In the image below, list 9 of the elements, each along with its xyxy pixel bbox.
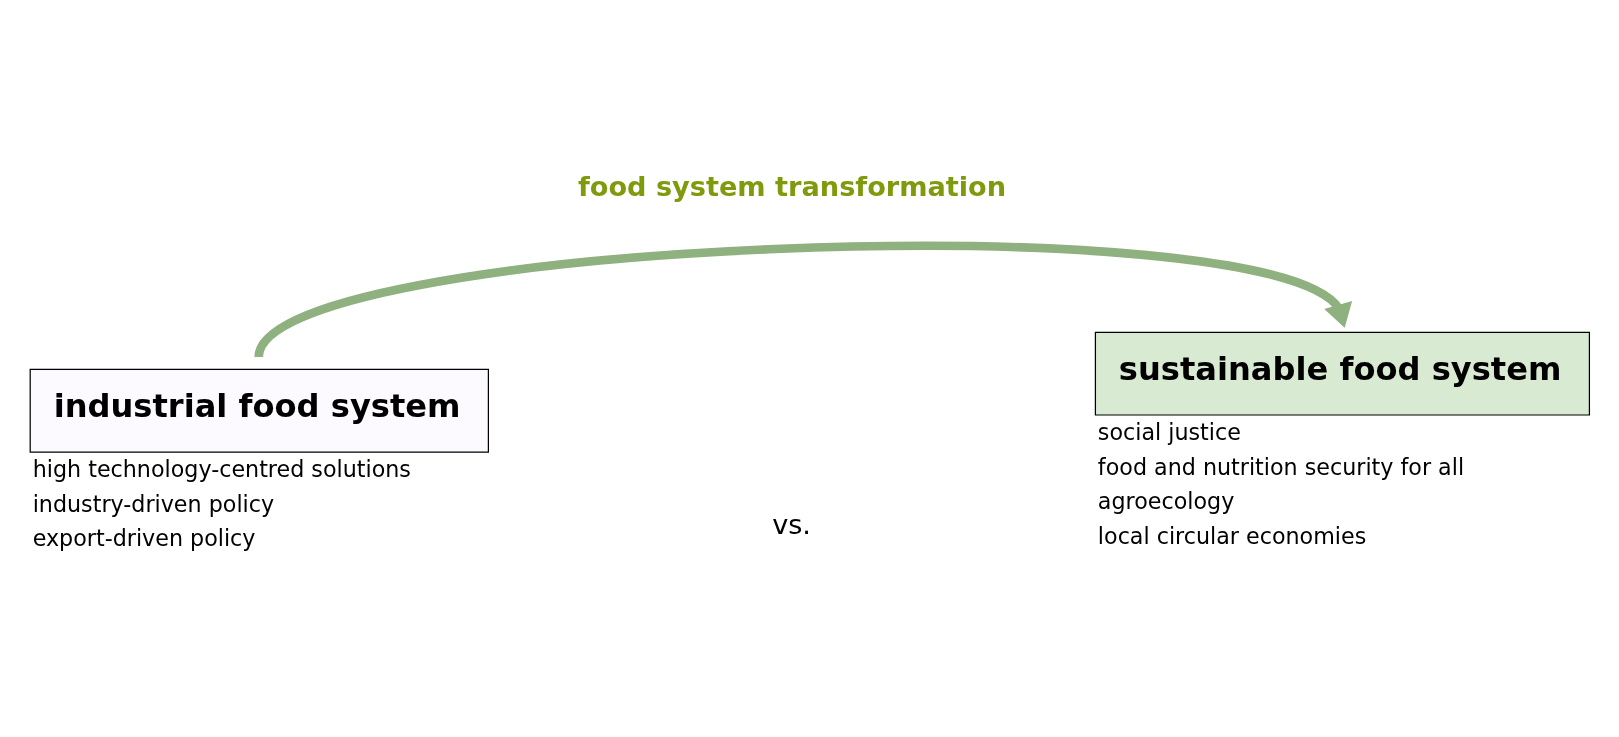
node-label: local circular economies [1097,522,1367,549]
label: vs. [772,508,812,540]
node-label: high technology-centred solutions [32,455,411,482]
node-label: industry-driven policy [32,490,275,517]
edge-label: food system transformation [577,170,1007,202]
node-label: social justice [1097,418,1241,445]
node-label: agroecology [1097,487,1235,514]
node-label: food and nutrition security for all [1097,453,1465,480]
node-label: export-driven policy [32,524,256,551]
